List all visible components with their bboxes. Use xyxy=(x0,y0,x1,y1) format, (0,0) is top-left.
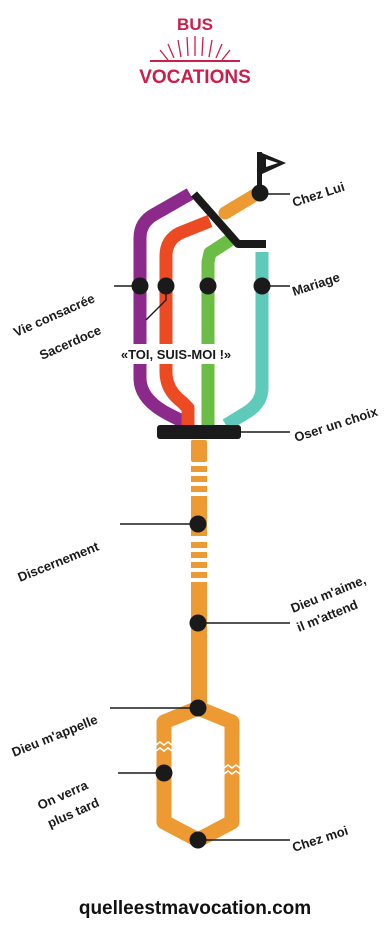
label-chez-moi: Chez moi xyxy=(290,823,350,855)
station-bar-oser xyxy=(157,425,241,439)
label-chez-lui: Chez Lui xyxy=(290,179,346,210)
label-dieu-appelle: Dieu m'appelle xyxy=(10,712,100,760)
line-purple xyxy=(133,188,194,431)
label-discernement: Discernement xyxy=(16,538,102,584)
station-discernement xyxy=(189,515,207,533)
station-chez-moi xyxy=(189,831,207,849)
logo: BUS VOCATIONS xyxy=(139,15,251,88)
line-orange-trunk xyxy=(191,440,207,712)
line-teal xyxy=(222,252,269,431)
label-oser-un-choix: Oser un choix xyxy=(292,404,380,445)
label-sacerdoce: Sacerdoce xyxy=(37,322,103,362)
flag-icon xyxy=(257,152,286,194)
station-dieu-appelle xyxy=(189,699,207,717)
station-sacerdoce xyxy=(157,277,175,295)
loop-gaps xyxy=(155,741,241,775)
quote-backdrop xyxy=(110,344,242,364)
station-vie-consacree xyxy=(131,277,149,295)
logo-line1: BUS xyxy=(177,15,213,34)
line-black-bend xyxy=(190,191,266,248)
line-green xyxy=(201,234,234,425)
sunburst-icon xyxy=(150,36,240,62)
line-red xyxy=(159,214,213,425)
station-green xyxy=(199,277,217,295)
label-mariage: Mariage xyxy=(290,269,341,298)
footer-url[interactable]: quelleestmavocation.com xyxy=(78,898,312,919)
line-orange-loop xyxy=(156,700,240,848)
station-chez-lui xyxy=(251,184,269,202)
quote-label: «TOI, SUIS-MOI !» xyxy=(121,347,231,362)
station-dieu-aime xyxy=(189,614,207,632)
logo-line2: VOCATIONS xyxy=(139,67,251,88)
station-on-verra xyxy=(155,764,173,782)
station-mariage xyxy=(253,277,271,295)
station-dots xyxy=(131,184,271,849)
